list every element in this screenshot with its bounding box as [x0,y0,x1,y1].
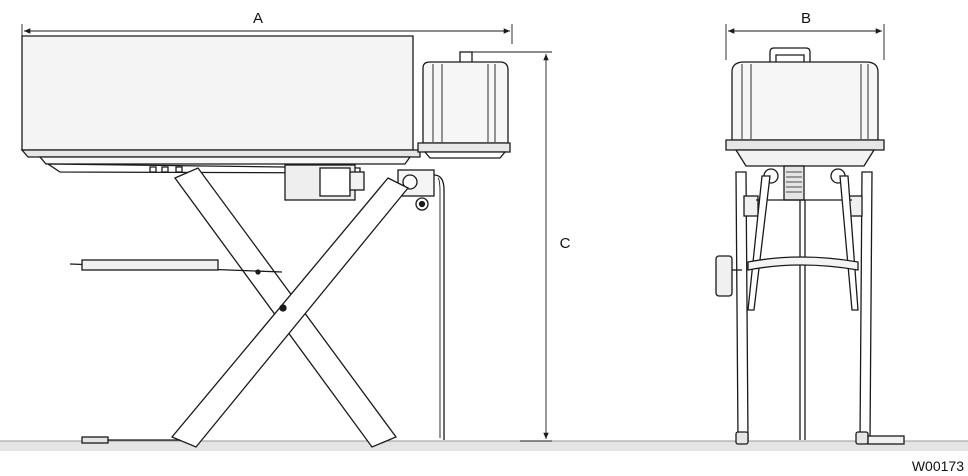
front-mechanism [763,165,846,201]
front-frame [715,171,905,445]
scissor-legs [170,167,410,448]
side-view [20,35,511,448]
dimension-b-label: B [801,10,811,27]
foot-pedal [81,436,180,444]
ironing-board [20,35,421,174]
pivot-block [397,169,445,440]
dimension-a-label: A [253,10,263,27]
floor-line [0,440,968,451]
figure-reference-code: W00173 [912,458,964,474]
gas-strut [69,259,283,275]
dimension-c-label: C [560,235,571,252]
front-press-head [725,47,885,167]
press-head [417,51,511,159]
dimension-a [21,24,513,44]
front-view [715,47,905,445]
motor-housing [284,164,365,201]
dimension-c [472,51,552,442]
dimension-b [725,24,885,60]
